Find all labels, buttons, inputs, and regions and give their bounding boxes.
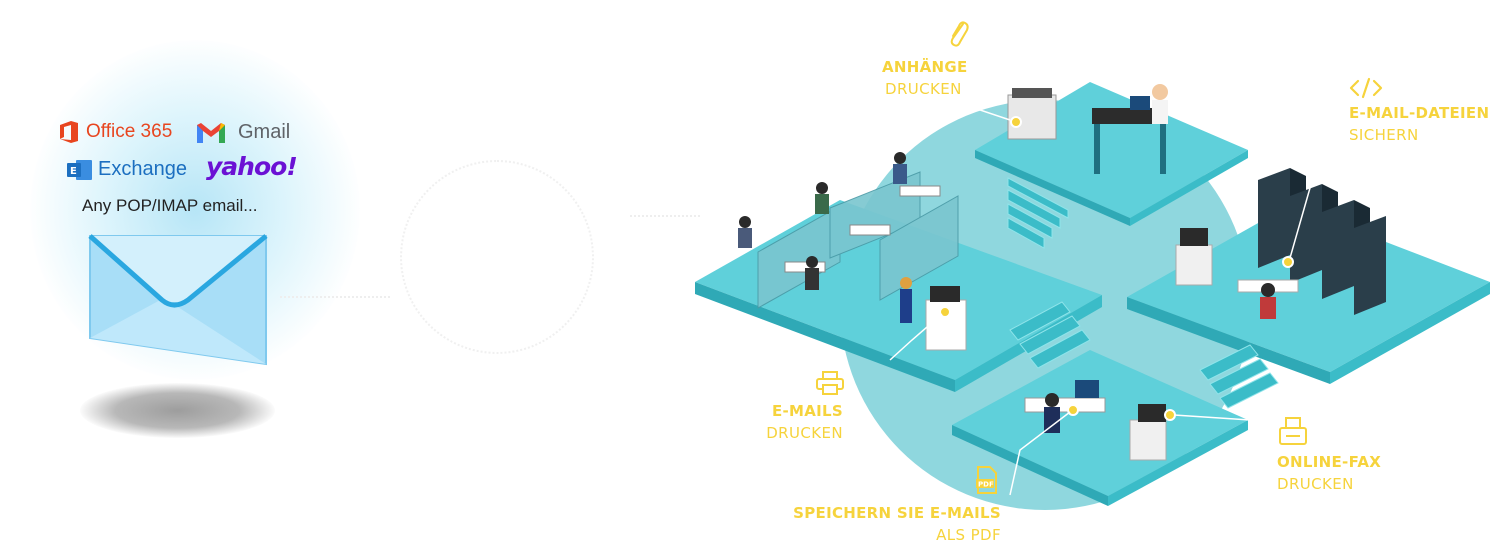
envelope-icon — [84, 228, 274, 368]
fax-icon — [1278, 416, 1308, 446]
label-attachments: ANHÄNGE DRUCKEN — [882, 56, 968, 100]
envelope-shadow — [80, 383, 275, 438]
office-illustration — [690, 0, 1500, 553]
label-save-pdf-title: SPEICHERN SIE E-MAILS — [793, 504, 1001, 522]
label-email-files-sub: SICHERN — [1349, 126, 1419, 144]
pdf-icon: PDF — [974, 465, 1000, 495]
printer-icon — [815, 370, 845, 396]
label-emails-sub: DRUCKEN — [766, 424, 843, 442]
label-email-files-title: E-MAIL-DATEIEN — [1349, 104, 1490, 122]
gmail-label: Gmail — [238, 121, 291, 143]
yahoo-logo: yahoo! — [206, 152, 298, 181]
exchange-logo: E — [66, 158, 94, 182]
label-emails-title: E-MAILS — [771, 402, 843, 420]
label-attachments-title: ANHÄNGE — [882, 58, 968, 76]
code-icon — [1349, 77, 1383, 99]
label-attachments-sub: DRUCKEN — [885, 80, 962, 98]
label-save-pdf-sub: ALS PDF — [936, 526, 1001, 544]
connector-line — [280, 296, 390, 298]
any-email-label: Any POP/IMAP email... — [82, 196, 258, 215]
label-email-files: E-MAIL-DATEIEN SICHERN — [1349, 102, 1489, 146]
label-online-fax: ONLINE-FAX DRUCKEN — [1277, 451, 1381, 495]
svg-text:E: E — [70, 166, 77, 177]
svg-text:PDF: PDF — [978, 481, 994, 489]
paperclip-icon — [945, 18, 971, 50]
exchange-label: Exchange — [98, 158, 187, 180]
label-emails: E-MAILS DRUCKEN — [740, 400, 843, 444]
office365-logo — [58, 120, 80, 144]
ghost-circle — [400, 160, 594, 354]
label-save-pdf: SPEICHERN SIE E-MAILS ALS PDF — [770, 502, 1001, 546]
label-online-fax-title: ONLINE-FAX — [1277, 453, 1382, 471]
gmail-logo — [195, 121, 227, 145]
label-online-fax-sub: DRUCKEN — [1277, 475, 1354, 493]
office365-label: Office 365 — [86, 121, 173, 142]
connector-line-2 — [630, 215, 700, 217]
